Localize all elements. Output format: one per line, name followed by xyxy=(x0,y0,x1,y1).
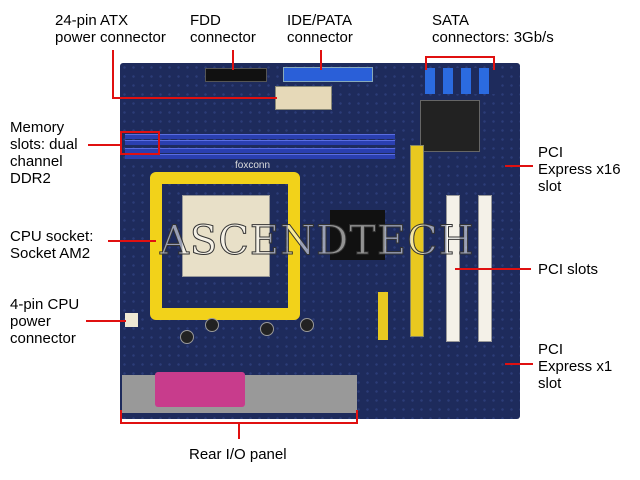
leader-line xyxy=(425,56,427,70)
fdd-connector xyxy=(205,68,267,82)
label-ide: IDE/PATA connector xyxy=(287,12,353,46)
pcie-x16-slot xyxy=(410,145,424,337)
leader-bracket xyxy=(120,131,160,155)
leader-line xyxy=(455,268,531,270)
leader-line xyxy=(88,144,120,146)
memory-slot xyxy=(125,140,395,145)
label-memory: Memory slots: dual channel DDR2 xyxy=(10,119,78,187)
leader-line xyxy=(493,56,495,70)
parallel-port xyxy=(155,372,245,407)
ide-connector xyxy=(283,67,373,82)
leader-line xyxy=(112,50,114,98)
leader-bracket xyxy=(120,410,358,424)
capacitor xyxy=(260,322,274,336)
capacitor xyxy=(205,318,219,332)
label-atx-power: 24-pin ATX power connector xyxy=(55,12,166,46)
memory-slot xyxy=(125,134,395,139)
label-rear-io: Rear I/O panel xyxy=(189,446,287,463)
leader-line xyxy=(505,165,533,167)
watermark: ASCENDTECH xyxy=(160,218,475,265)
chipset-heatsink xyxy=(420,100,480,152)
leader-line xyxy=(238,423,240,439)
memory-slot xyxy=(125,154,395,159)
memory-slot xyxy=(125,148,395,153)
atx-power-connector xyxy=(275,86,332,110)
leader-line xyxy=(320,50,322,70)
cpu-socket xyxy=(182,195,270,277)
pcie-x1-slot xyxy=(378,292,388,340)
label-fdd: FDD connector xyxy=(190,12,256,46)
label-pci: PCI slots xyxy=(538,261,599,278)
leader-line xyxy=(505,363,533,365)
label-pcie-x16: PCI Express x16 slot xyxy=(538,144,621,195)
capacitor xyxy=(300,318,314,332)
leader-line xyxy=(425,56,495,58)
cpu-retention-bracket xyxy=(150,172,300,320)
label-cpu-power: 4-pin CPU power connector xyxy=(10,296,80,347)
northbridge xyxy=(330,210,385,260)
label-sata: SATA connectors: 3Gb/s xyxy=(432,12,554,46)
sata-connectors xyxy=(425,68,495,94)
label-pcie-x1: PCI Express x1 slot xyxy=(538,341,613,392)
board-brand: foxconn xyxy=(235,160,271,171)
cpu-power-connector xyxy=(125,313,138,327)
leader-line xyxy=(86,320,126,322)
label-cpu-socket: CPU socket: Socket AM2 xyxy=(10,228,94,262)
leader-line xyxy=(112,97,277,99)
leader-line xyxy=(108,240,156,242)
capacitor xyxy=(180,330,194,344)
leader-line xyxy=(232,50,234,70)
